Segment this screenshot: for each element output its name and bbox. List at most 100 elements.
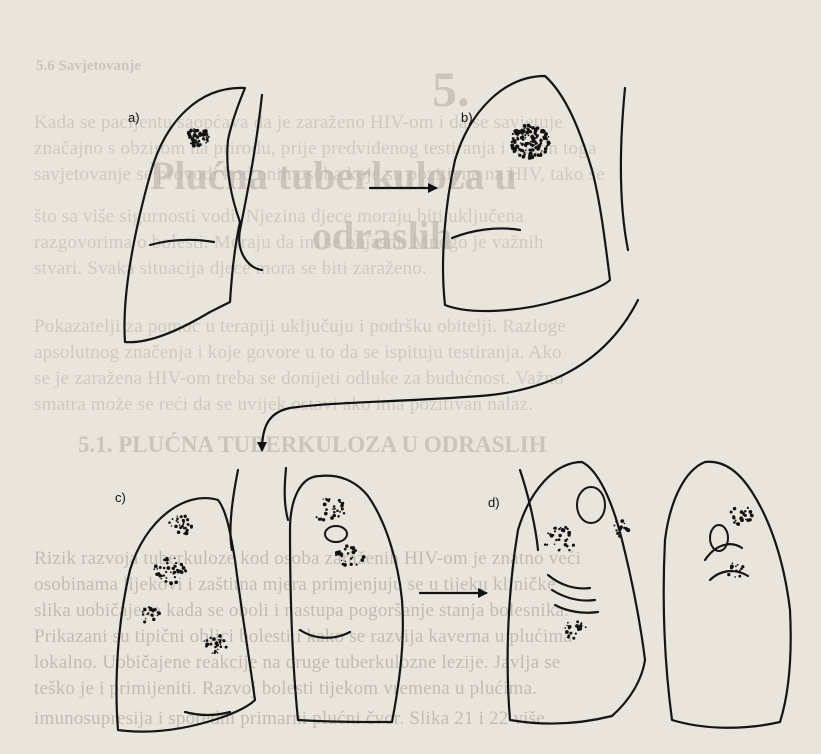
lesion-speck [200,143,202,145]
lesion-speck [533,141,535,143]
lesion-speck [523,153,526,156]
lesion-speck [192,144,196,148]
lesion-speck [544,147,548,151]
lesion-speck [561,528,565,532]
lesion-cluster-c4 [204,634,228,654]
lesion-speck [182,519,185,522]
lesion-speck [355,563,357,565]
lesion-speck [197,140,200,143]
lesion-speck [212,652,214,654]
lesion-speck [204,134,206,136]
lesion-speck [523,124,527,128]
lesion-speck [532,149,535,152]
lesion-speck [740,510,744,514]
lesion-speck [568,625,572,629]
lesion-speck [206,639,209,642]
lesion-speck [161,575,163,577]
lesion-speck [530,141,532,143]
lesion-speck [318,518,321,521]
hilum-c-left [185,712,230,715]
lesion-speck [524,138,526,140]
lesion-cluster-d4 [730,507,754,526]
lesion-speck [518,145,520,147]
lesion-speck [733,507,737,511]
lesion-speck [343,512,346,515]
lesion-speck [204,640,205,641]
lesion-speck [518,154,521,157]
lesion-speck [613,525,615,527]
lesion-speck [324,512,328,516]
lesion-speck [163,558,166,561]
lesion-speck [316,516,318,518]
trachea-b [621,88,628,250]
lesion-speck [739,516,743,520]
lesion-speck [179,524,181,526]
lesion-speck [546,544,548,546]
lesion-speck [535,133,537,135]
lesion-speck [558,538,560,540]
lesion-speck [555,539,558,542]
lesion-speck [535,146,538,149]
lesion-speck [337,515,340,518]
lesion-speck [168,521,171,524]
lesion-speck [521,135,524,138]
lesion-speck [142,613,144,615]
lesion-speck [150,614,153,617]
lesion-speck [623,527,626,530]
lesion-speck [154,564,158,568]
lesion-speck [618,535,621,538]
lesion-speck [336,510,339,513]
lesion-speck [206,136,208,138]
lesion-speck [214,646,217,649]
lesion-speck [347,552,350,555]
lesion-speck [208,136,210,138]
lesion-speck [325,508,328,511]
lesion-speck [159,566,162,569]
lesion-speck [745,519,747,521]
lesion-speck [528,135,530,137]
lesion-speck [345,545,347,547]
lesion-speck [171,525,172,526]
lesion-speck [542,136,545,139]
lesion-speck [624,523,626,525]
lesion-speck [543,150,546,153]
lesion-speck [209,643,212,646]
lesion-speck [576,620,579,623]
lesion-speck [545,132,547,134]
lesion-speck [548,136,550,138]
lesion-speck [354,549,357,552]
lesion-speck [335,554,337,556]
lesion-speck [184,515,187,518]
lesion-cluster-d1 [544,526,575,552]
lesion-speck [744,510,746,512]
lesion-speck [186,518,189,521]
lesion-speck [323,499,324,500]
lesion-speck [322,518,325,521]
lesion-speck [157,615,158,616]
lesion-speck [173,568,175,570]
lesion-speck [180,515,183,518]
lesion-speck [567,531,571,535]
lesion-speck [350,557,352,559]
lesion-speck [547,143,550,146]
lesion-speck [567,622,569,624]
lesion-speck [732,516,735,519]
lesion-speck [730,566,733,569]
lesion-speck [539,144,540,145]
lesion-speck [220,644,221,645]
lesion-speck [531,138,533,140]
lesion-speck [560,527,562,529]
lesion-speck [160,578,162,580]
lung-outline-c-right [290,476,403,722]
lesion-speck [750,513,752,515]
lesion-speck [200,133,204,137]
lesion-speck [184,569,187,572]
lesion-speck [512,138,514,140]
lesion-speck [205,142,207,144]
lesion-speck [341,502,344,505]
lesion-speck [559,549,561,551]
lesion-speck [569,632,572,635]
lesion-speck [181,525,184,528]
lesion-speck [196,130,198,132]
lesion-speck [176,569,179,572]
